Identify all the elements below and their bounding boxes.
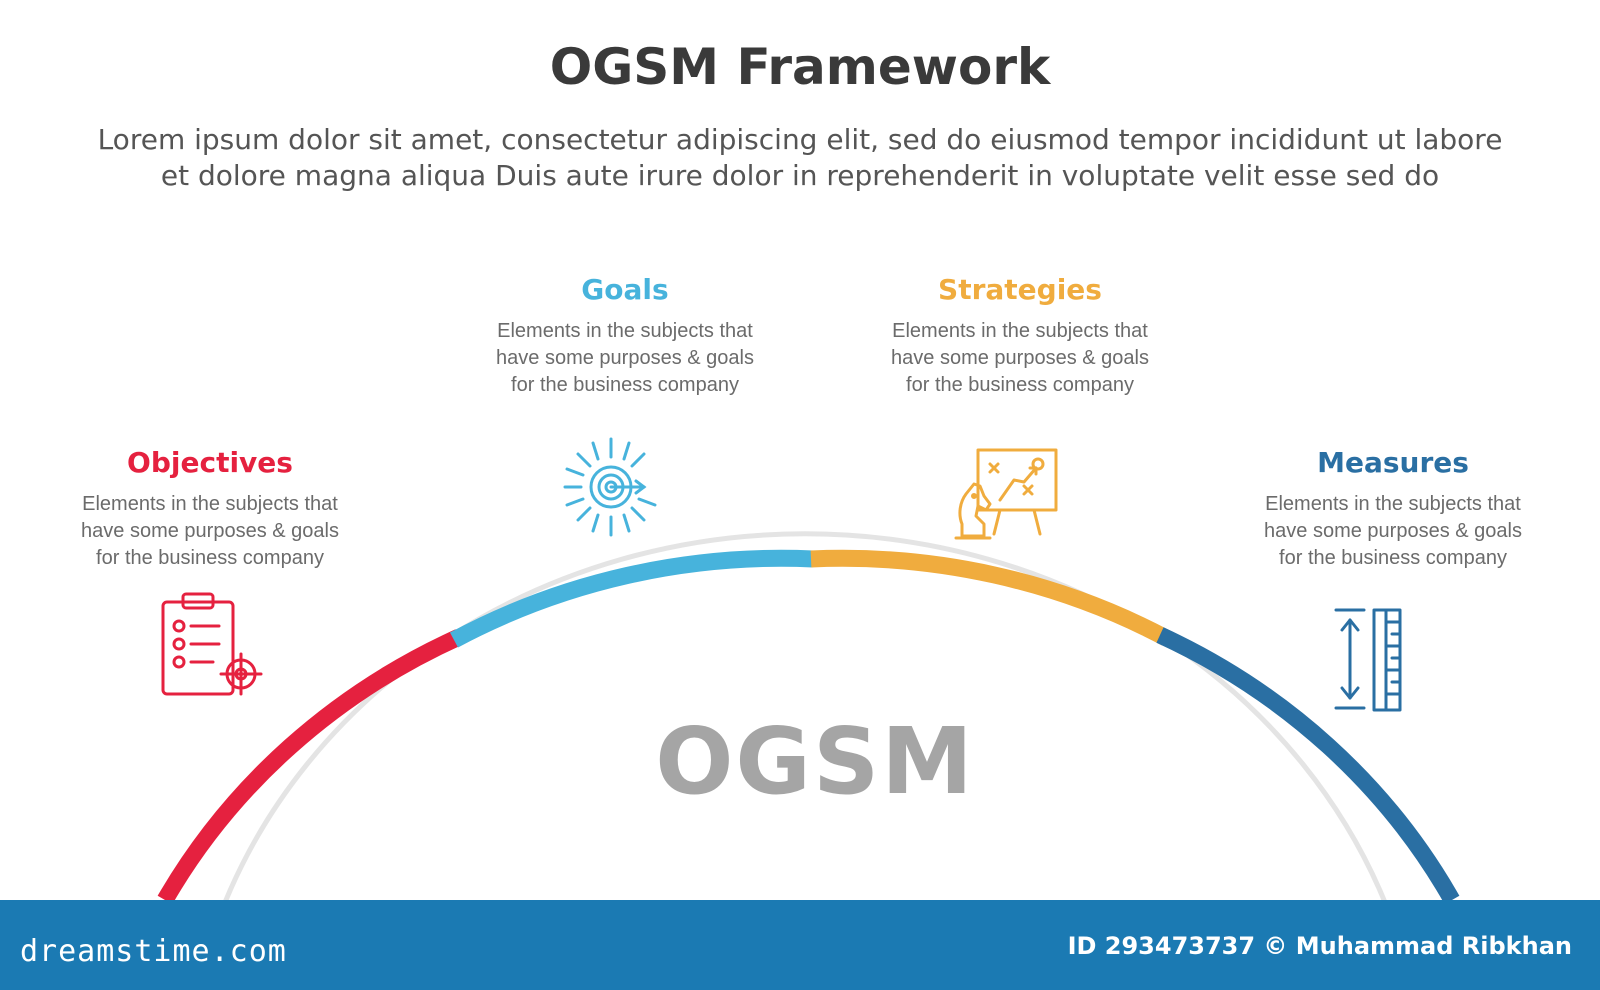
brand-logo-text: dreamstime.com bbox=[20, 934, 287, 969]
objectives-arc-segment bbox=[157, 629, 463, 905]
clipboard-target-icon bbox=[161, 592, 263, 696]
objectives-block: Objectives Elements in the subjects that… bbox=[60, 446, 360, 572]
section-title: Strategies bbox=[938, 273, 1102, 306]
section-description: Elements in the subjects that have some … bbox=[496, 320, 754, 396]
section-title: Objectives bbox=[127, 446, 293, 479]
inner-arc bbox=[217, 531, 1393, 916]
strategies-arc-segment bbox=[810, 549, 1170, 646]
ruler-measure-icon bbox=[1334, 608, 1402, 712]
measures-block: Measures Elements in the subjects that h… bbox=[1243, 446, 1543, 572]
subtitle-line: Lorem ipsum dolor sit amet, consectetur … bbox=[97, 123, 1503, 156]
dartboard-target-icon bbox=[563, 437, 657, 537]
section-description: Elements in the subjects that have some … bbox=[81, 493, 339, 569]
goals-block: Goals Elements in the subjects that have… bbox=[475, 273, 775, 399]
section-title: Measures bbox=[1317, 446, 1469, 479]
goals-arc-segment bbox=[449, 549, 814, 648]
measures-arc-segment bbox=[1156, 627, 1460, 905]
strategies-block: Strategies Elements in the subjects that… bbox=[870, 273, 1170, 399]
subtitle-line: et dolore magna aliqua Duis aute irure d… bbox=[160, 159, 1440, 192]
center-label: OGSM bbox=[655, 708, 975, 815]
section-description: Elements in the subjects that have some … bbox=[1264, 493, 1522, 569]
section-title: Goals bbox=[581, 273, 669, 306]
image-credit: ID 293473737 © Muhammad Ribkhan bbox=[1067, 932, 1572, 960]
page-subtitle: Lorem ipsum dolor sit amet, consectetur … bbox=[80, 122, 1520, 194]
watermark-footer-bar: dreamstime.com ID 293473737 © Muhammad R… bbox=[0, 900, 1600, 990]
section-description: Elements in the subjects that have some … bbox=[891, 320, 1149, 396]
chess-strategy-board-icon bbox=[954, 448, 1058, 540]
page-title: OGSM Framework bbox=[549, 38, 1051, 96]
